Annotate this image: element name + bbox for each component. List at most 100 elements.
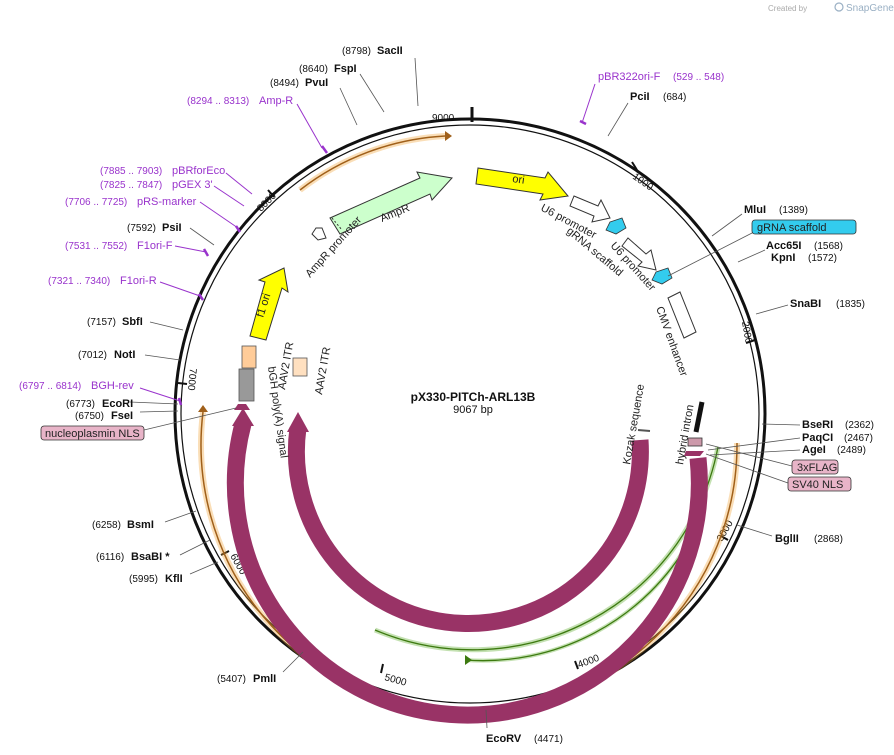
- big-orf-arrow: [198, 405, 208, 412]
- leader-line: [143, 407, 237, 431]
- enzyme-pos: (1572): [808, 253, 837, 264]
- leader-line: [149, 321, 184, 331]
- leader-line: [737, 249, 766, 263]
- primer-mark: [177, 397, 183, 406]
- tick-mark: [267, 189, 275, 198]
- enzyme-pos: (6258): [92, 520, 121, 531]
- leader-line: [485, 709, 488, 729]
- enzyme-name: MluI: [744, 204, 766, 216]
- enzyme-name: PsiI: [162, 222, 182, 234]
- green-track-inner-line: [464, 539, 691, 662]
- enzyme-pos: (6750): [75, 411, 104, 422]
- tick-label: 9000: [432, 113, 455, 124]
- ampr-feature: [329, 171, 453, 235]
- cmv-enhancer-feature: [667, 291, 697, 339]
- leader-line: [129, 401, 179, 405]
- primer-name: F1ori-F: [137, 240, 173, 252]
- sv40-nls-box: [787, 476, 852, 492]
- f1-ori-feature: [249, 267, 289, 341]
- enzyme-name: KpnI: [771, 252, 795, 264]
- nucleoplasmin-nls-box: [40, 425, 145, 441]
- enzyme-pos: (2868): [814, 534, 843, 545]
- grna-scaffold-2-feature: [651, 267, 673, 285]
- ampr-dash: [331, 217, 343, 231]
- leader-line: [144, 354, 181, 361]
- backbone-circle-inner: [180, 124, 760, 704]
- nls-feature-mark: [687, 437, 703, 447]
- cas9-outer-arc: [226, 421, 708, 724]
- enzyme-pos: (684): [663, 92, 686, 103]
- sv40-nls-box-label: SV40 NLS: [792, 479, 843, 491]
- primer-leader: [139, 387, 181, 402]
- enzyme-pos: (1568): [814, 241, 843, 252]
- tick-mark: [380, 663, 384, 674]
- primer-range: (7531 .. 7552): [65, 241, 127, 252]
- leader-line: [139, 410, 179, 413]
- enzyme-name: Acc65I: [766, 240, 801, 252]
- ori-label: ori: [512, 173, 526, 187]
- enzyme-name: SnaBI: [790, 298, 821, 310]
- enzyme-name: PmlI: [253, 673, 276, 685]
- leader-line: [414, 57, 419, 107]
- aav2-itr-feature-2: [292, 357, 308, 377]
- nucleoplasmin-nls-feature: [234, 404, 250, 410]
- tick-label: 5000: [383, 672, 408, 688]
- enzyme-name: KflI: [165, 573, 183, 585]
- tick-label: 1000: [630, 171, 655, 193]
- enzyme-pos: (8798): [342, 46, 371, 57]
- enzyme-pos: (6773): [66, 399, 95, 410]
- aav2-itr-feature: [241, 345, 257, 369]
- enzyme-name: BseRI: [802, 419, 833, 431]
- primer-leader: [581, 83, 596, 124]
- leader-line: [164, 510, 197, 523]
- leader-line: [709, 449, 801, 456]
- enzyme-pos: (1835): [836, 299, 865, 310]
- primer-mark: [202, 248, 210, 257]
- enzyme-name: PaqCI: [802, 432, 833, 444]
- primer-mark: [320, 145, 329, 154]
- primer-leader: [213, 185, 245, 207]
- hybrid-intron-label: hybrid intron: [674, 404, 696, 466]
- primer-labels: pBR322ori-F (529 .. 548) (8294 .. 8313) …: [19, 71, 724, 406]
- plasmid-size: 9067 bp: [453, 404, 493, 416]
- enzyme-name: BsmI: [127, 519, 154, 531]
- primer-mark: [234, 225, 242, 233]
- tick-mark: [745, 339, 756, 344]
- enzyme-pos: (7592): [127, 223, 156, 234]
- tick-mark: [220, 550, 230, 556]
- enzyme-pos: (8640): [299, 64, 328, 75]
- leader-line: [705, 443, 793, 467]
- enzyme-name: FspI: [334, 63, 357, 75]
- leader-line: [705, 453, 789, 484]
- enzyme-pos: (2467): [844, 433, 873, 444]
- kozak-feature: [637, 429, 651, 432]
- primer-mark: [579, 119, 587, 126]
- leader-line: [179, 539, 211, 556]
- leader-line: [189, 227, 215, 246]
- tick-mark: [631, 161, 638, 171]
- primer-leader: [199, 201, 239, 229]
- enzyme-name: AgeI: [802, 444, 826, 456]
- cas9-outer-arrow: [232, 408, 254, 426]
- enzyme-pos: (8494): [270, 78, 299, 89]
- enzyme-name: BglII: [775, 533, 799, 545]
- plasmid-name: pX330-PITCh-ARL13B: [411, 390, 536, 404]
- primer-range: (8294 .. 8313): [187, 96, 249, 107]
- u6-promoter-2-feature: [621, 237, 657, 271]
- primer-range: (529 .. 548): [673, 72, 724, 83]
- amp-r-orf-line: [299, 135, 446, 191]
- sv40-nls-feature: [684, 451, 704, 456]
- primer-name: F1ori-R: [120, 275, 157, 287]
- enzyme-name: FseI: [111, 410, 133, 422]
- leader-line: [667, 231, 755, 277]
- tick-mark: [720, 535, 729, 541]
- u6-promoter-1-feature: [569, 195, 611, 223]
- leader-line: [761, 423, 801, 426]
- enzyme-pos: (5995): [129, 574, 158, 585]
- enzyme-pos: (2489): [837, 445, 866, 456]
- flag3x-box-label: 3xFLAG: [797, 462, 837, 474]
- snapgene-logo-icon: [834, 2, 844, 12]
- enzyme-pos: (6116): [96, 552, 124, 563]
- grna-scaffold-1-feature: [605, 217, 627, 235]
- ampr-promoter-feature: [311, 227, 327, 241]
